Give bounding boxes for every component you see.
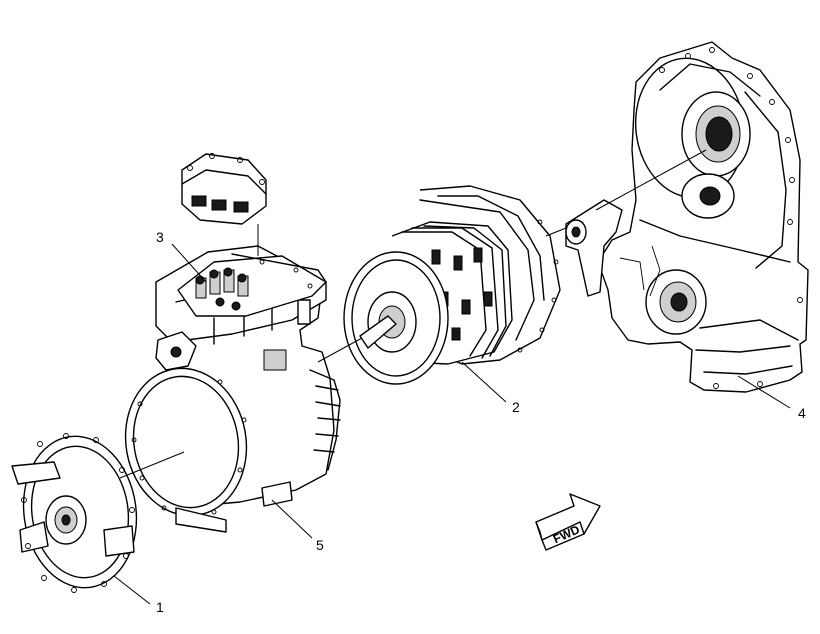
housing-fins <box>313 385 341 453</box>
flex-plate-bolts <box>21 433 135 593</box>
housing-bolt-holes <box>131 379 247 515</box>
callout-4: 4 <box>737 375 806 421</box>
housing-bolt-pattern <box>659 47 803 389</box>
callout-5: 5 <box>271 499 324 553</box>
flex-plate <box>11 433 138 593</box>
callout-label-2: 2 <box>512 399 520 415</box>
callout-label-1: 1 <box>156 599 164 615</box>
valve-body-cover <box>181 153 267 225</box>
callout-3: 3 <box>156 229 207 283</box>
callout-label-5: 5 <box>316 537 324 553</box>
control-valve-body <box>155 253 327 371</box>
callout-label-4: 4 <box>798 405 806 421</box>
flange-bolt-ring <box>517 219 559 353</box>
forward-direction-arrow: FWD <box>535 493 601 551</box>
assembly-alignment-lines <box>119 149 707 479</box>
callout-2: 2 <box>461 361 520 415</box>
transfer-gear-housing <box>565 41 809 393</box>
callout-1: 1 <box>113 575 164 615</box>
callout-label-3: 3 <box>156 229 164 245</box>
transmission-clutch-assembly <box>343 185 561 385</box>
